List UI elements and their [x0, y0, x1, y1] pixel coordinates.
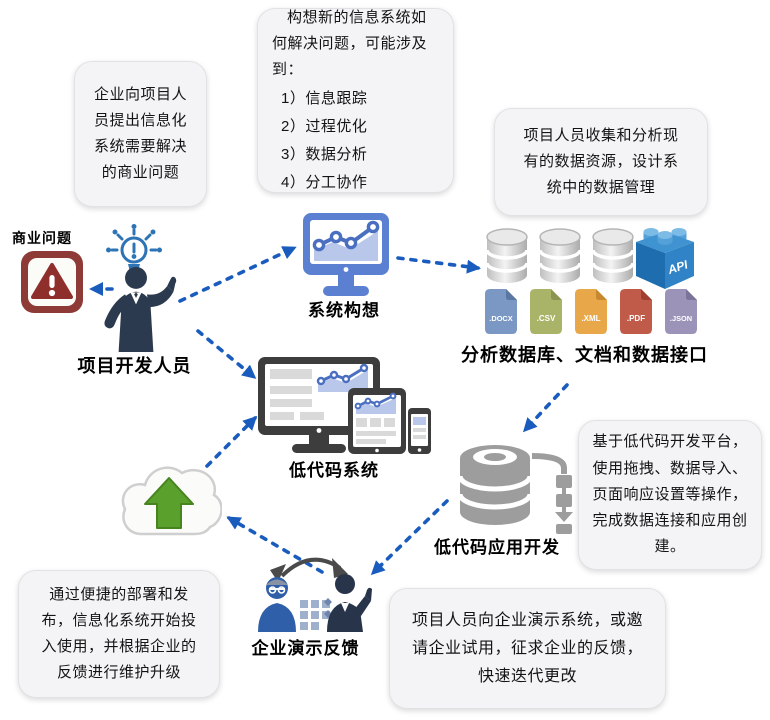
- lowcode-app-dev-label: 低代码应用开发: [434, 538, 560, 557]
- developer-person-icon: [104, 266, 177, 352]
- callout-lowcode-platform-text: 基于低代码开发平台，使用拖拽、数据导入、页面响应设置等操作，完成数据连接和应用创…: [592, 433, 748, 556]
- lightbulb-icon: [106, 224, 162, 276]
- file-docx-label: .DOCX: [489, 314, 512, 323]
- file-csv-icon: .CSV: [530, 289, 562, 334]
- lowcode-devices-icon: [258, 357, 431, 454]
- api-label: API: [665, 257, 690, 277]
- callout-data-design-text: 项目人员收集和分析现有的数据资源，设计系统中的数据管理: [523, 126, 679, 197]
- file-pdf-label: .PDF: [627, 314, 645, 323]
- vision-monitor-icon: [303, 213, 389, 296]
- callout-vision-intro: 构想新的信息系统如何解决问题，可能涉及到：: [272, 8, 428, 79]
- callout-lowcode-platform: 基于低代码开发平台，使用拖拽、数据导入、页面响应设置等操作，完成数据连接和应用创…: [578, 420, 762, 570]
- arrow-datasources-to-appdev: [522, 383, 569, 433]
- arrow-vision-to-datasources: [396, 256, 481, 274]
- callout-vision-item: 3）数据分析: [281, 145, 368, 163]
- cloud-upload-icon: [121, 466, 222, 536]
- callout-business-problem: 企业向项目人员提出信息化系统需要解决的商业问题: [74, 61, 207, 207]
- lowcode-system-label: 低代码系统: [289, 461, 379, 480]
- lowcode-appdev-icon: [457, 445, 573, 534]
- api-lego-icon: API: [636, 228, 694, 289]
- file-docx-icon: .DOCX: [485, 289, 517, 334]
- databases-icon: [485, 228, 635, 285]
- file-xml-icon: .XML: [575, 289, 607, 334]
- system-vision-label: 系统构想: [308, 301, 380, 320]
- file-types-icon: .DOCX .CSV .XML .PDF .JSON: [485, 289, 697, 334]
- callout-demo: 项目人员向企业演示系统，或邀请企业试用，征求企业的反馈，快速迭代更改: [389, 588, 666, 709]
- demo-feedback-label: 企业演示反馈: [251, 639, 360, 658]
- demo-feedback-icon: [258, 557, 372, 632]
- callout-business-problem-text: 企业向项目人员提出信息化系统需要解决的商业问题: [93, 85, 187, 182]
- file-pdf-icon: .PDF: [620, 289, 652, 334]
- callout-vision-item: 2）过程优化: [281, 118, 368, 136]
- file-xml-label: .XML: [581, 314, 600, 323]
- file-json-icon: .JSON: [665, 289, 697, 334]
- callout-deployment: 通过便捷的部署和发布，信息化系统开始投入使用，并根据企业的反馈进行维护升级: [18, 570, 220, 698]
- callout-demo-text: 项目人员向企业演示系统，或邀请企业试用，征求企业的反馈，快速迭代更改: [411, 611, 643, 685]
- callout-system-vision: 构想新的信息系统如何解决问题，可能涉及到： 1）信息跟踪 2）过程优化 3）数据…: [257, 8, 454, 193]
- upload-arrow: [144, 477, 194, 529]
- business-problem-label: 商业问题: [12, 230, 72, 246]
- callout-deployment-text: 通过便捷的部署和发布，信息化系统开始投入使用，并根据企业的反馈进行维护升级: [41, 585, 197, 682]
- file-json-label: .JSON: [670, 314, 692, 323]
- callout-vision-item: 1）信息跟踪: [281, 90, 368, 108]
- data-sources-label: 分析数据库、文档和数据接口: [461, 345, 708, 365]
- arrow-developer-to-vision: [178, 246, 297, 303]
- file-csv-label: .CSV: [537, 314, 556, 323]
- developer-label: 项目开发人员: [77, 356, 192, 376]
- warning-icon: [21, 251, 83, 313]
- callout-vision-item: 4）分工协作: [281, 173, 368, 191]
- callout-data-design: 项目人员收集和分析现有的数据资源，设计系统中的数据管理: [494, 108, 708, 216]
